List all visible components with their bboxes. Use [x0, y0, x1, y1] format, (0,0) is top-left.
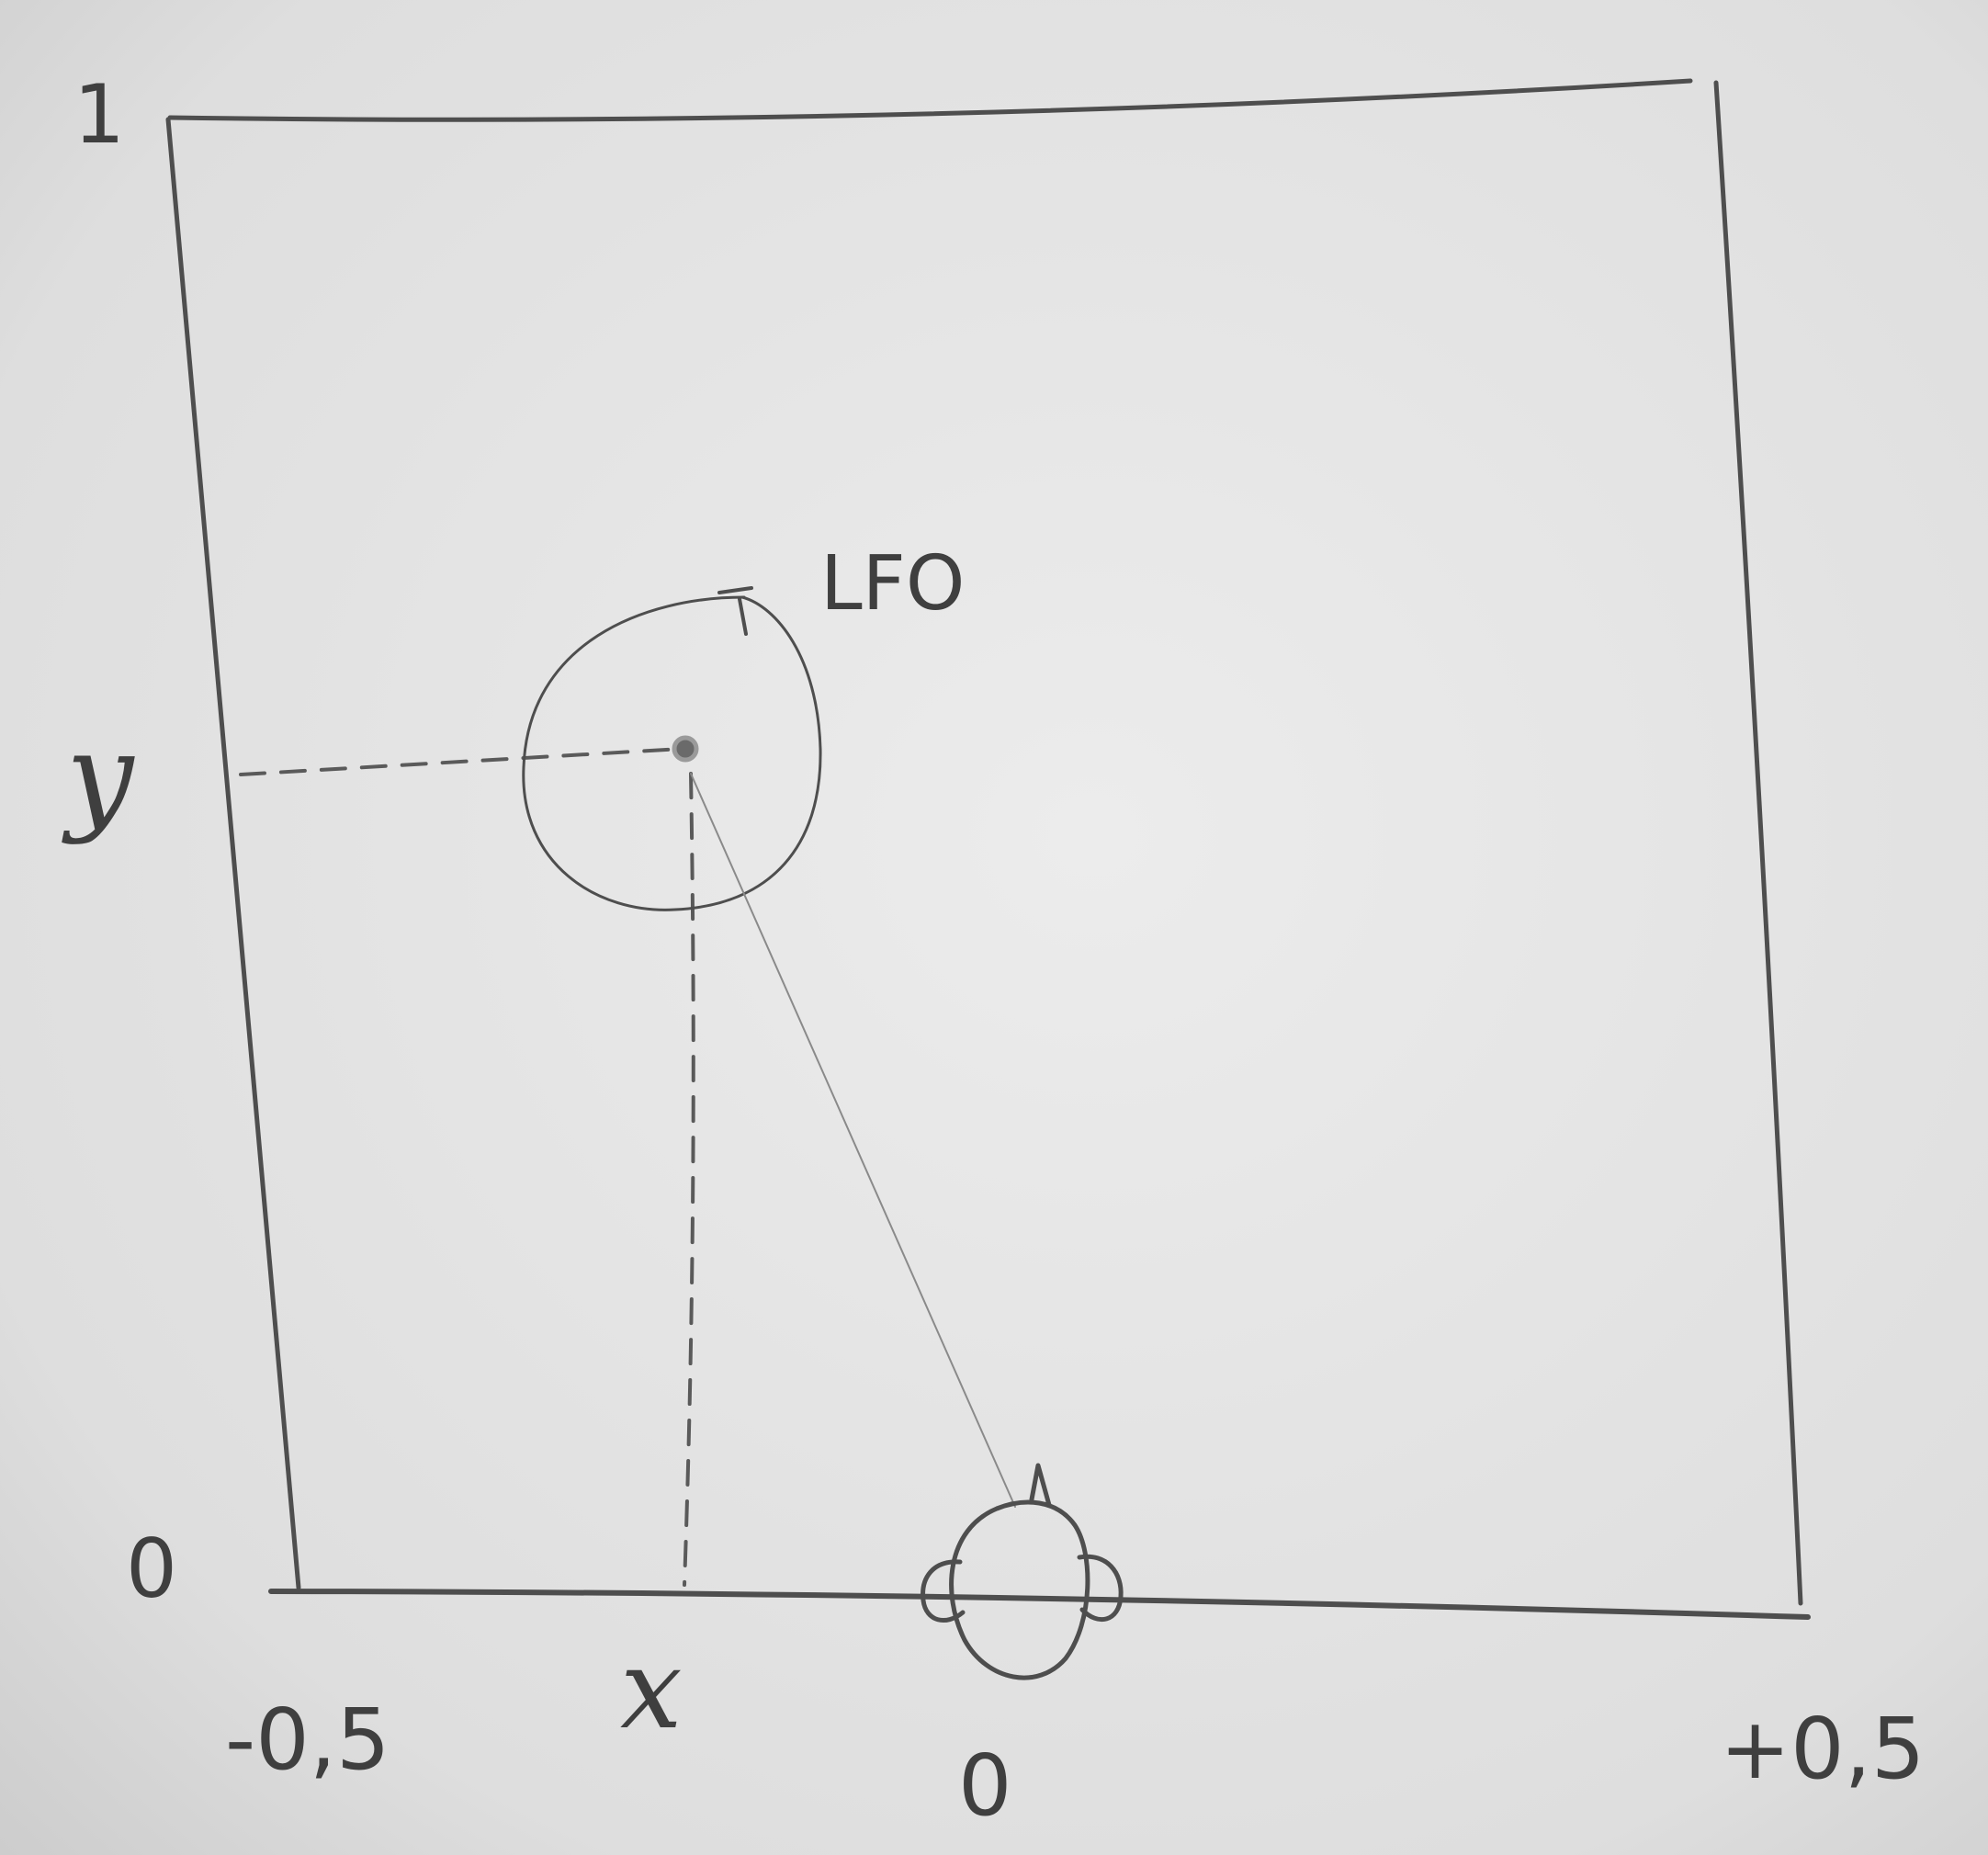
x-variable-label: x: [620, 1626, 683, 1754]
area-frame: [165, 78, 1811, 1620]
frame-left-edge: [165, 117, 301, 1590]
listener-source-line: [690, 773, 1016, 1508]
x-axis-max-label: +0,5: [1720, 1700, 1925, 1798]
source-center-point: [672, 735, 699, 763]
source-circle: [522, 595, 822, 911]
frame-bottom-axis: [268, 1589, 1811, 1620]
x-axis-center-label: 0: [958, 1736, 1012, 1835]
frame-top-edge: [167, 78, 1693, 122]
y-axis-zero-label: 0: [126, 1521, 177, 1616]
y-variable-label: y: [62, 707, 135, 846]
x-axis-min-label: -0,5: [225, 1691, 390, 1789]
source-label: LFO: [820, 540, 965, 628]
x-projection-dashed-line: [683, 772, 695, 1587]
rotation-arrow-icon: [717, 586, 753, 636]
y-projection-dashed-line: [239, 747, 683, 776]
frame-right-edge: [1713, 80, 1803, 1606]
listener-head-icon: [921, 1463, 1124, 1680]
y-axis-max-label: 1: [73, 67, 125, 162]
